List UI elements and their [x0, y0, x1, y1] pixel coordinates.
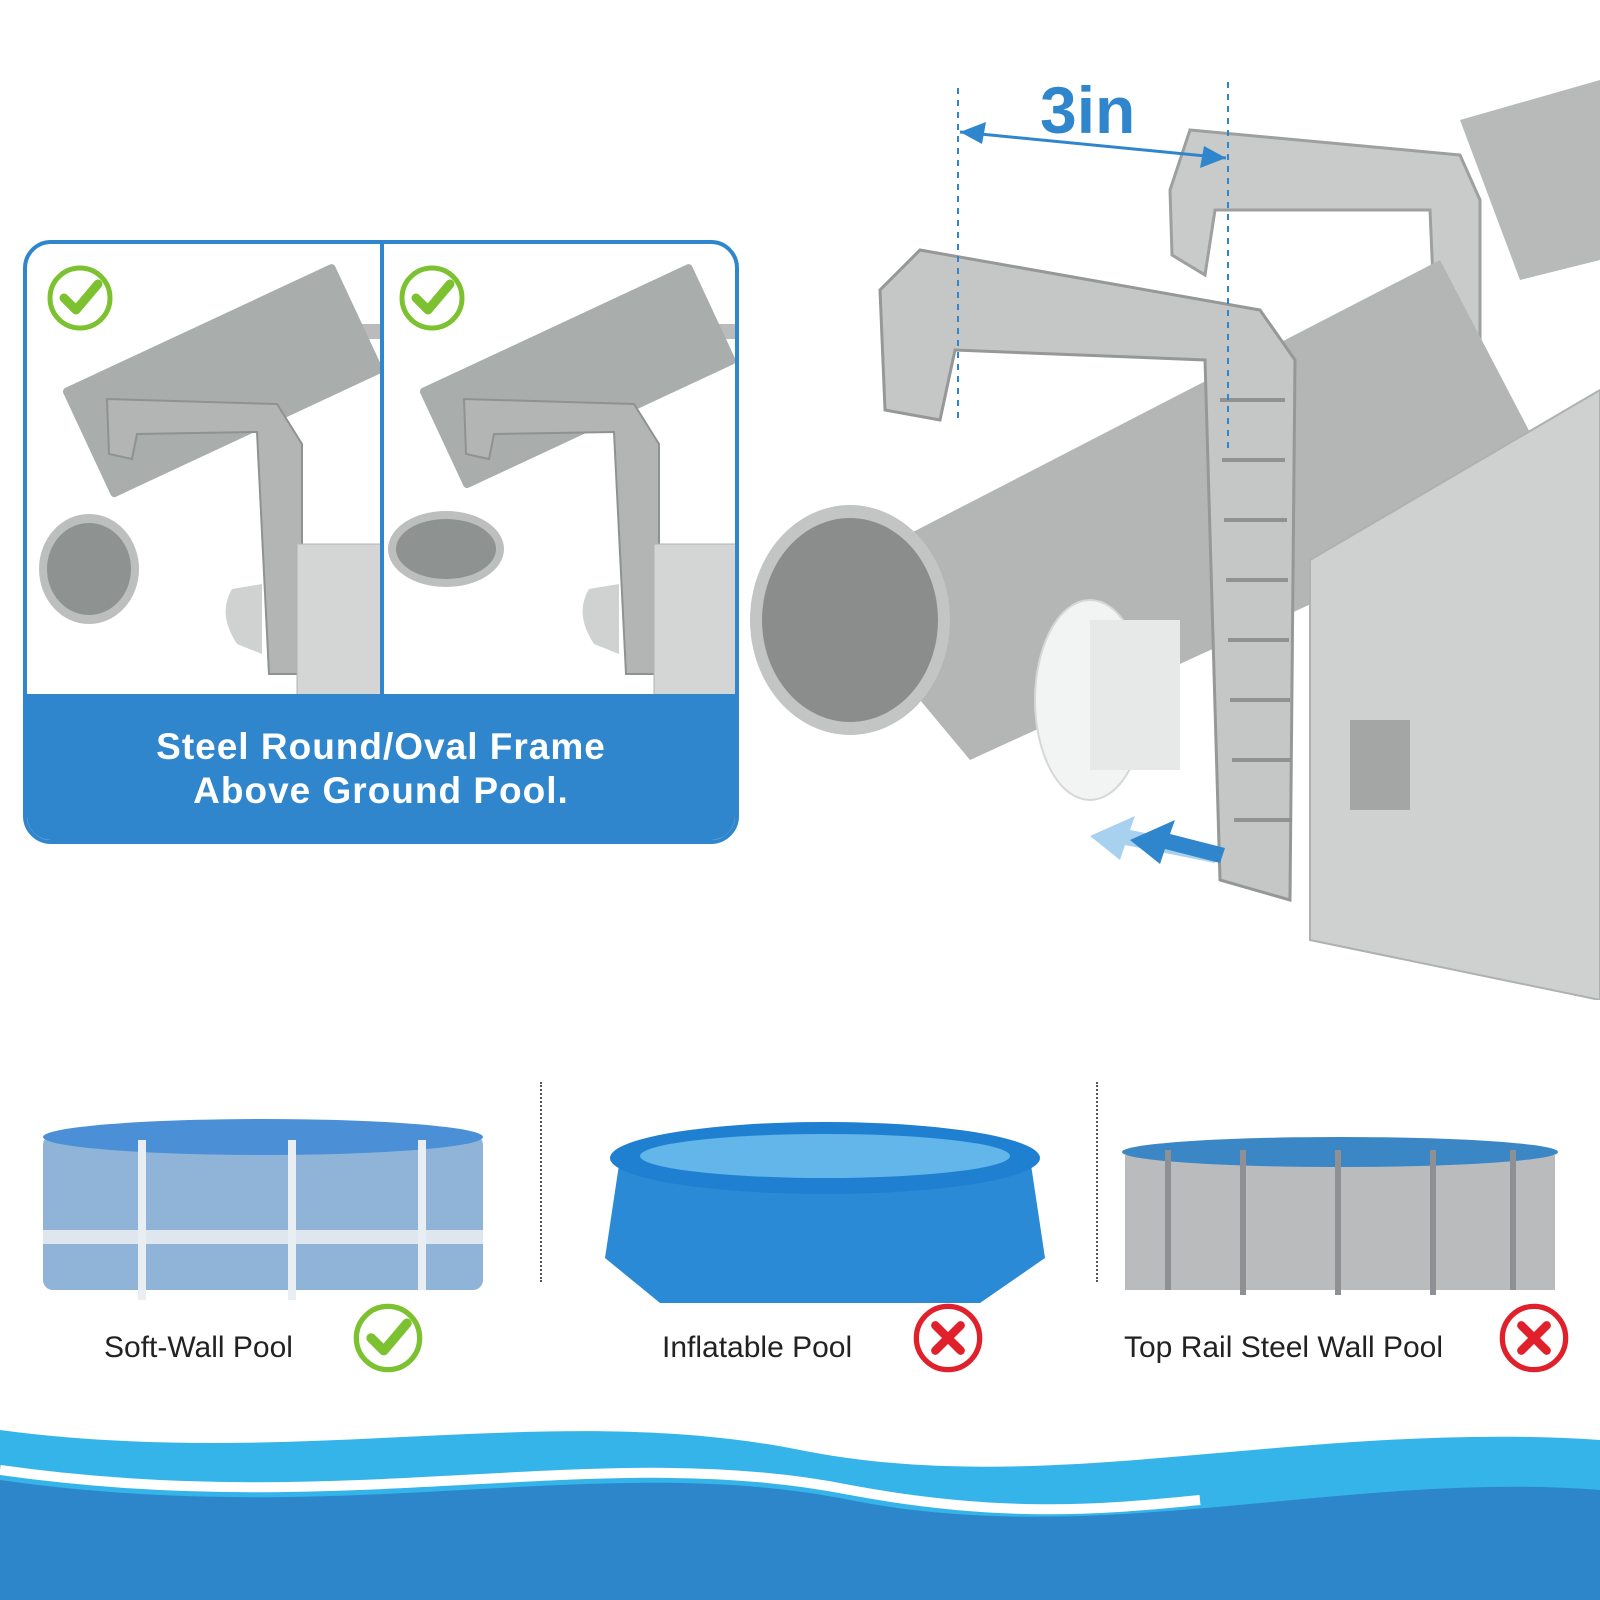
- caption-line-2: Above Ground Pool.: [193, 770, 569, 811]
- soft-wall-pool-image: [43, 1119, 483, 1300]
- round-frame-illustration: [27, 244, 380, 694]
- inflatable-pool-image: [605, 1122, 1045, 1303]
- double-left-arrow-icon: [1090, 816, 1225, 864]
- cross-circle-icon: [913, 1303, 983, 1373]
- check-circle-icon: [47, 265, 113, 331]
- top-rail-steel-wall-pool-image: [1122, 1137, 1558, 1295]
- compatibility-card: Steel Round/Oval Frame Above Ground Pool…: [23, 240, 739, 844]
- cross-circle-icon: [1499, 1303, 1569, 1373]
- pool-option-inflatable: Inflatable Pool: [662, 1330, 852, 1365]
- pool-option-top-rail-steel: Top Rail Steel Wall Pool: [1124, 1330, 1443, 1365]
- dimension-label: 3in: [1040, 73, 1136, 147]
- pool-label: Inflatable Pool: [662, 1331, 853, 1365]
- check-circle-icon: [353, 1303, 423, 1373]
- card-caption: Steel Round/Oval Frame Above Ground Pool…: [27, 694, 735, 840]
- wave-decoration: [0, 1430, 1600, 1600]
- oval-frame-illustration: [384, 244, 735, 694]
- caption-line-1: Steel Round/Oval Frame: [156, 726, 606, 767]
- bracket-product-illustration: [750, 80, 1600, 1000]
- check-circle-icon: [399, 265, 465, 331]
- separator: [540, 1082, 542, 1282]
- pool-option-soft-wall: Soft-Wall Pool: [104, 1330, 293, 1365]
- pool-label: Soft-Wall Pool: [104, 1331, 293, 1365]
- card-divider: [380, 244, 384, 694]
- pool-label: Top Rail Steel Wall Pool: [1124, 1331, 1444, 1365]
- separator: [1096, 1082, 1098, 1282]
